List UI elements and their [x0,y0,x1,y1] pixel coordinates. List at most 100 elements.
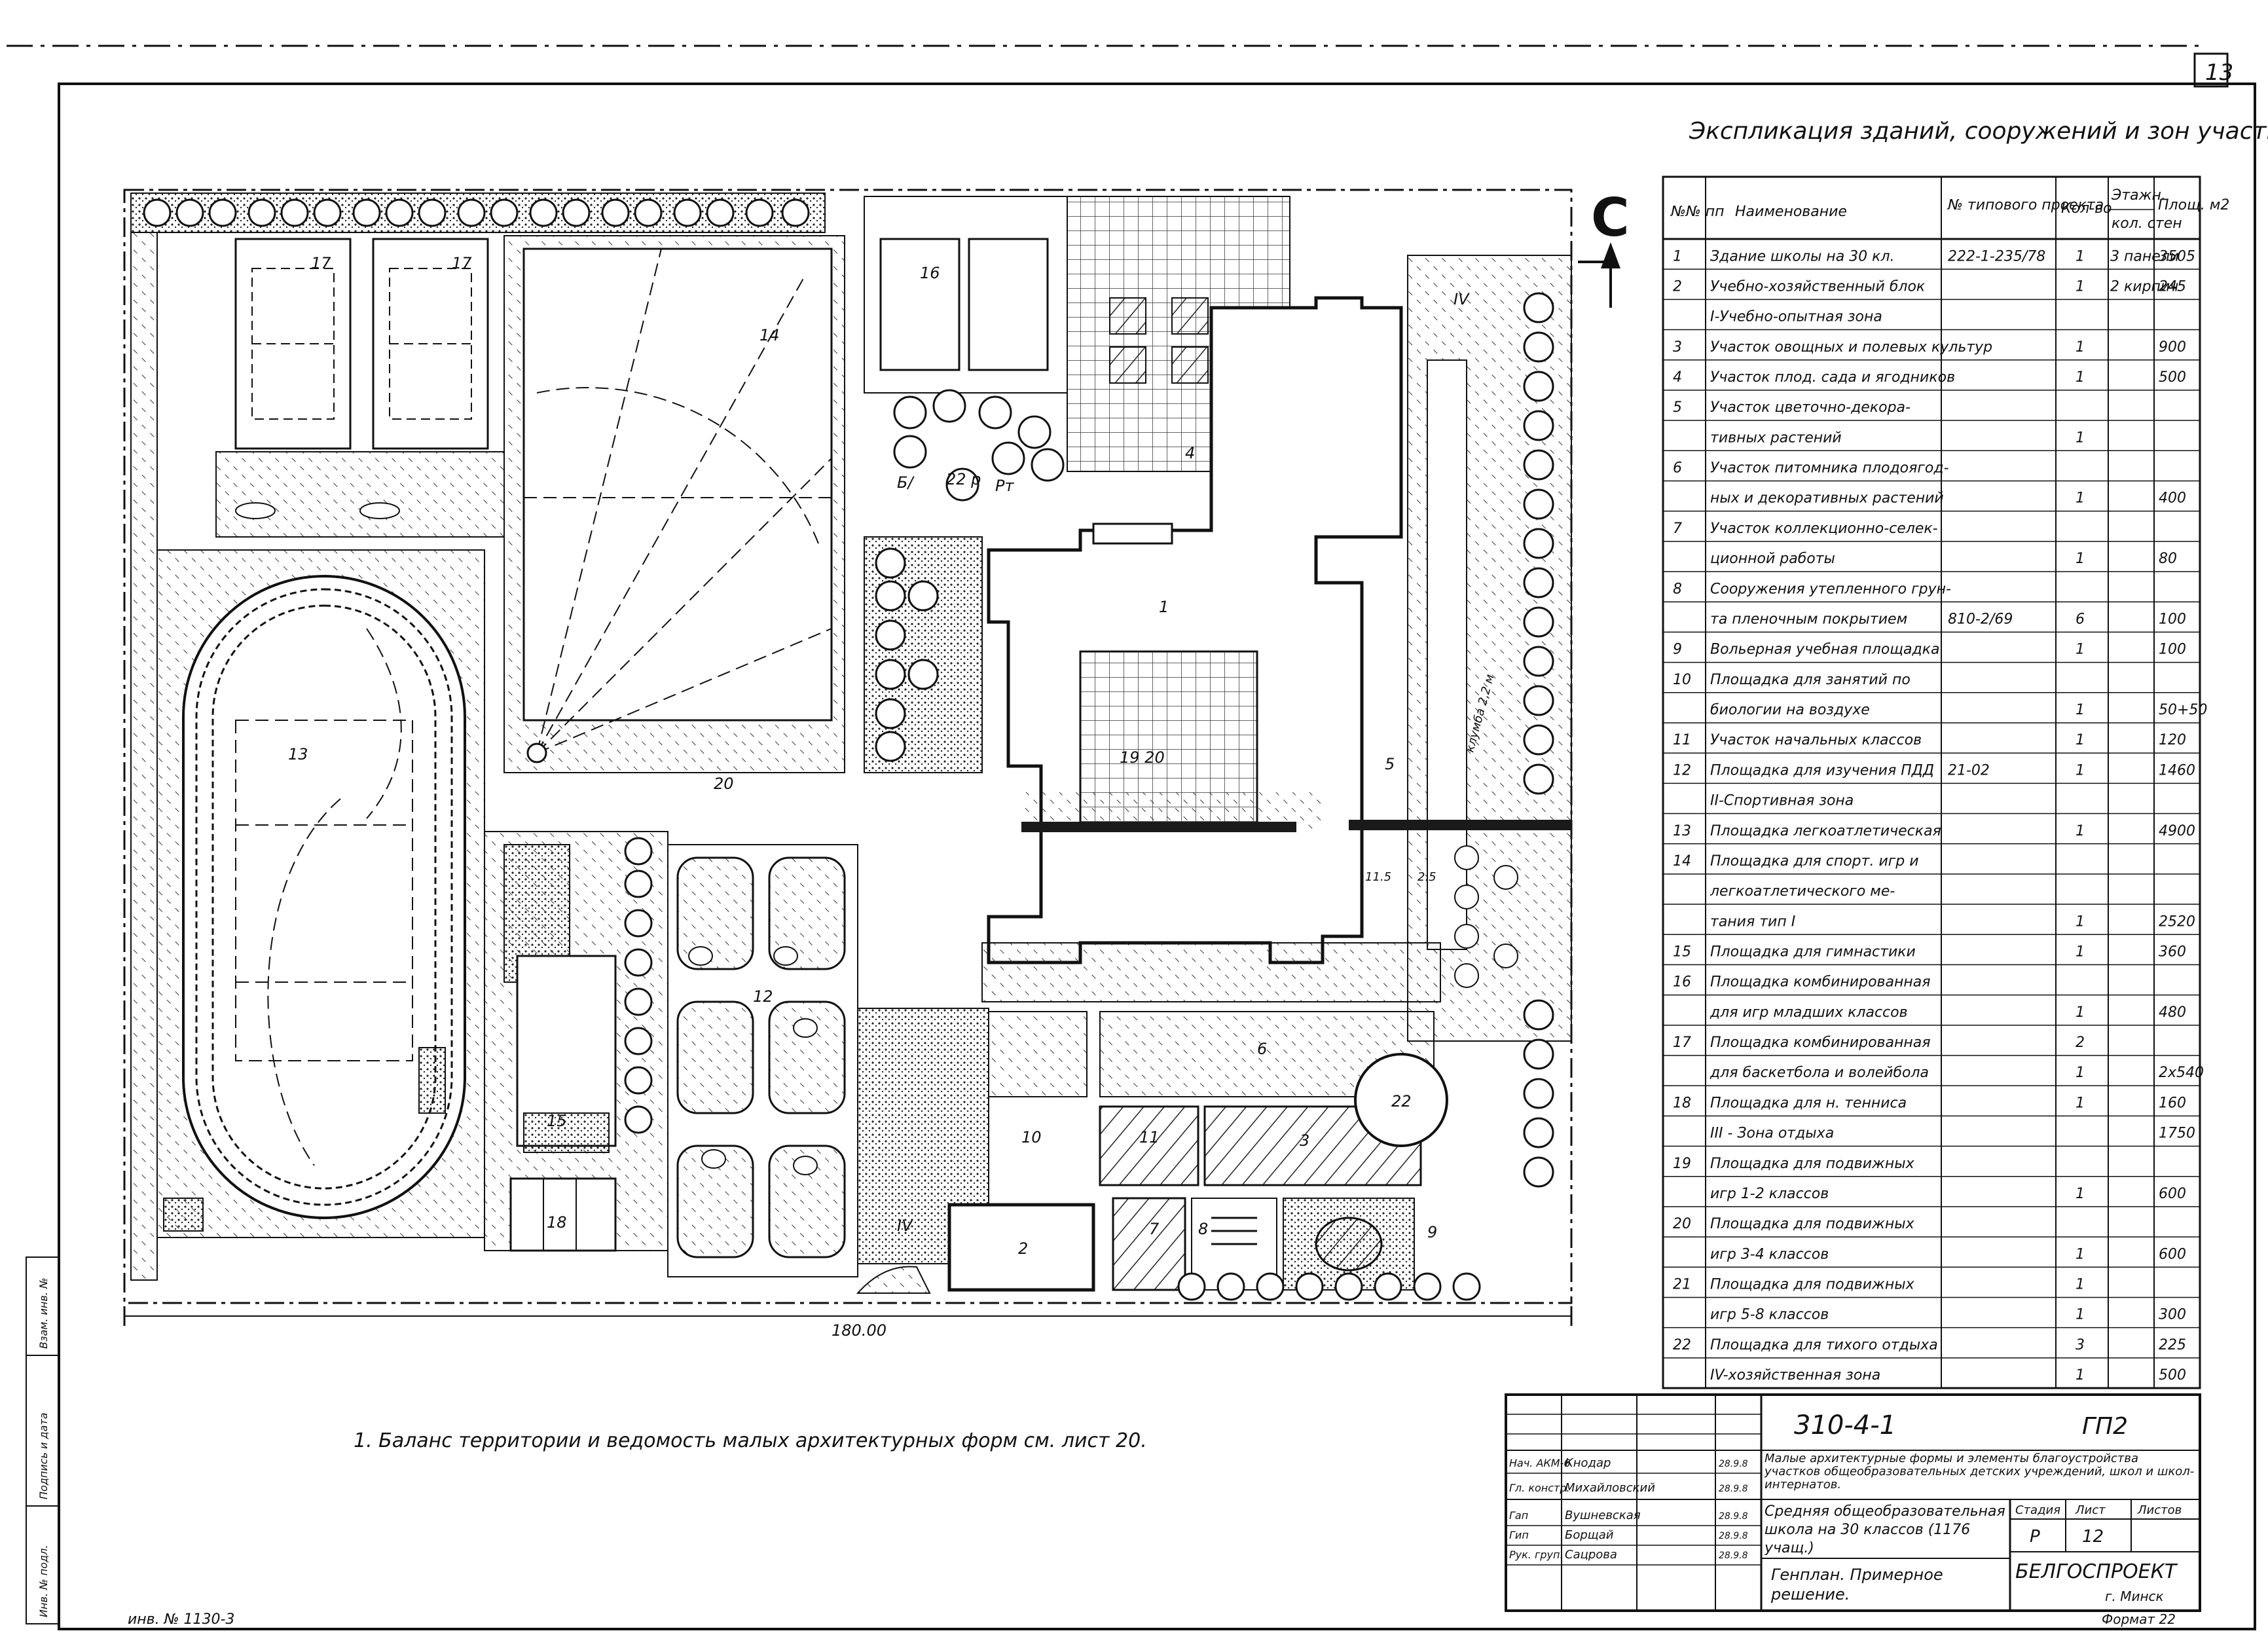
org-city: г. Минск [2105,1588,2164,1604]
table-cell-qty: 1 [2076,1186,2085,1202]
table-cell-qty: 1 [2076,1246,2085,1262]
table-cell-name: I-Учебно-опытная зона [1710,309,1882,325]
table-cell-num: 12 [1673,762,1691,779]
school-building-1 [987,296,1403,964]
staff-role: Гап [1509,1509,1528,1522]
table-cell-name: Учебно-хозяйственный блок [1710,278,1926,295]
table-cell-qty: 1 [2076,278,2085,295]
table-cell-qty: 6 [2076,611,2085,627]
series-title: Малые архитектурные формы и элементы бла… [1765,1452,2195,1492]
table-cell-name: Площадка для занятий по [1710,672,1911,688]
zone-label-1: 1 [1159,598,1169,616]
tree-row-north [130,192,826,233]
table-cell-num: 21 [1673,1277,1691,1293]
table-cell-name: Участок питомника плодоягод- [1710,460,1949,477]
table-cell-area: 80 [2159,551,2177,567]
table-cell-qty: 1 [2076,732,2085,748]
table-cell-name: Вольерная учебная площадка [1710,642,1939,658]
staff-date: 28.9.8 [1719,1531,1748,1541]
zone-label-2: 2 [1018,1239,1028,1258]
table-cell-area: 400 [2159,490,2186,507]
zone-label-rt: Рт [995,477,1014,495]
object-title: Средняя общеобразовательная школа на 30 … [1765,1503,2005,1555]
table-cell-name: Площадка комбинированная [1710,974,1931,991]
table-cell-floors: 2 кирпич [2110,278,2178,295]
side-inv: Инв. № подл. [37,1545,50,1617]
dim-small-1: 11.5 [1365,870,1391,884]
table-cell-qty: 1 [2076,944,2085,960]
table-cell-num: 22 [1673,1337,1691,1353]
table-cell-area: 600 [2159,1186,2186,1202]
zone-label-22: 22 [1391,1092,1412,1110]
project-code: 310-4-1 [1794,1410,1896,1440]
table-cell-num: 1 [1673,248,1682,265]
staff-date: 28.9.8 [1719,1484,1748,1494]
side-stamp: Взам. инв. № Подпись и дата Инв. № подл. [26,1256,60,1624]
explication-title: Экспликация зданий, сооружений и зон уча… [1689,118,2268,145]
table-cell-floors: 3 панели [2110,248,2179,265]
table-cell-qty: 1 [2076,430,2085,446]
table-cell-qty: 1 [2076,248,2085,265]
table-cell-num: 10 [1673,672,1691,688]
zone-label-8: 8 [1198,1220,1208,1238]
col-floors-sub: кол. стен [2112,215,2182,232]
sheet-code: ГП2 [2082,1413,2128,1440]
table-cell-name: Участок коллекционно-селек- [1710,521,1938,537]
zone-label-10: 10 [1021,1128,1042,1146]
dimension-width: 180.00 [832,1321,887,1340]
table-cell-num: 14 [1673,853,1691,870]
table-cell-qty: 1 [2076,823,2085,839]
zone-label-3: 3 [1300,1131,1309,1150]
table-cell-name: для игр младших классов [1710,1004,1908,1021]
staff-date: 28.9.8 [1719,1459,1748,1469]
table-cell-name: та пленочным покрытием [1710,611,1907,627]
table-cell-name: биологии на воздухе [1710,702,1870,718]
zone-label-18: 18 [547,1213,567,1232]
table-cell-num: 7 [1673,521,1682,537]
table-cell-area: 2520 [2159,913,2195,930]
table-cell-qty: 1 [2076,913,2085,930]
table-cell-area: 4900 [2159,823,2195,839]
table-cell-num: 3 [1673,339,1682,356]
sheet-value: 12 [2082,1527,2104,1547]
staff-name: Михайловский [1565,1481,1655,1495]
table-cell-name: игр 5-8 классов [1710,1307,1829,1323]
staff-name: Кнодар [1565,1456,1611,1470]
table-cell-area: 480 [2159,1004,2186,1021]
table-cell-area: 100 [2159,642,2186,658]
table-cell-num: 18 [1673,1095,1691,1111]
table-cell-name: Площадка для подвижных [1710,1277,1915,1293]
table-cell-name: Здание школы на 30 кл. [1710,248,1895,265]
table-cell-qty: 1 [2076,1277,2085,1293]
table-cell-name: III - Зона отдыха [1710,1126,1834,1142]
table-cell-area: 3505 [2159,248,2195,265]
dim-small-2: 2.5 [1418,870,1436,884]
zone-label-iv-south: IV [897,1217,913,1235]
table-cell-name: Площадка комбинированная [1710,1035,1931,1051]
drawing-title: Генплан. Примерное решение. [1771,1566,1943,1604]
table-cell-num: 6 [1673,460,1682,477]
sheets-header: Листов [2137,1503,2182,1517]
section-label: С [1591,187,1630,248]
table-cell-name: II-Спортивная зона [1710,793,1854,809]
side-swap: Взам. инв. № [37,1277,50,1349]
col-project: № типового проекта [1947,197,2104,213]
side-sign: Подпись и дата [37,1412,50,1499]
table-cell-name: Участок начальных классов [1710,732,1922,748]
table-cell-name: Сооружения утепленного грун- [1710,581,1951,597]
staff-role: Гл. констр. [1509,1482,1570,1494]
table-cell-qty: 1 [2076,1307,2085,1323]
table-cell-area: 100 [2159,611,2186,627]
sheet-number: 13 [2205,60,2233,86]
table-cell-num: 8 [1673,581,1682,597]
court-17-right [372,238,489,450]
table-cell-area: 245 [2159,278,2186,295]
table-cell-qty: 1 [2076,642,2085,658]
table-cell-qty: 1 [2076,339,2085,356]
stage-header: Стадия [2015,1503,2060,1517]
table-cell-num: 11 [1673,732,1691,748]
table-cell-name: Площадка для подвижных [1710,1156,1915,1172]
table-cell-area: 1750 [2159,1126,2195,1142]
zone-label-22r: 22 р [946,470,981,488]
